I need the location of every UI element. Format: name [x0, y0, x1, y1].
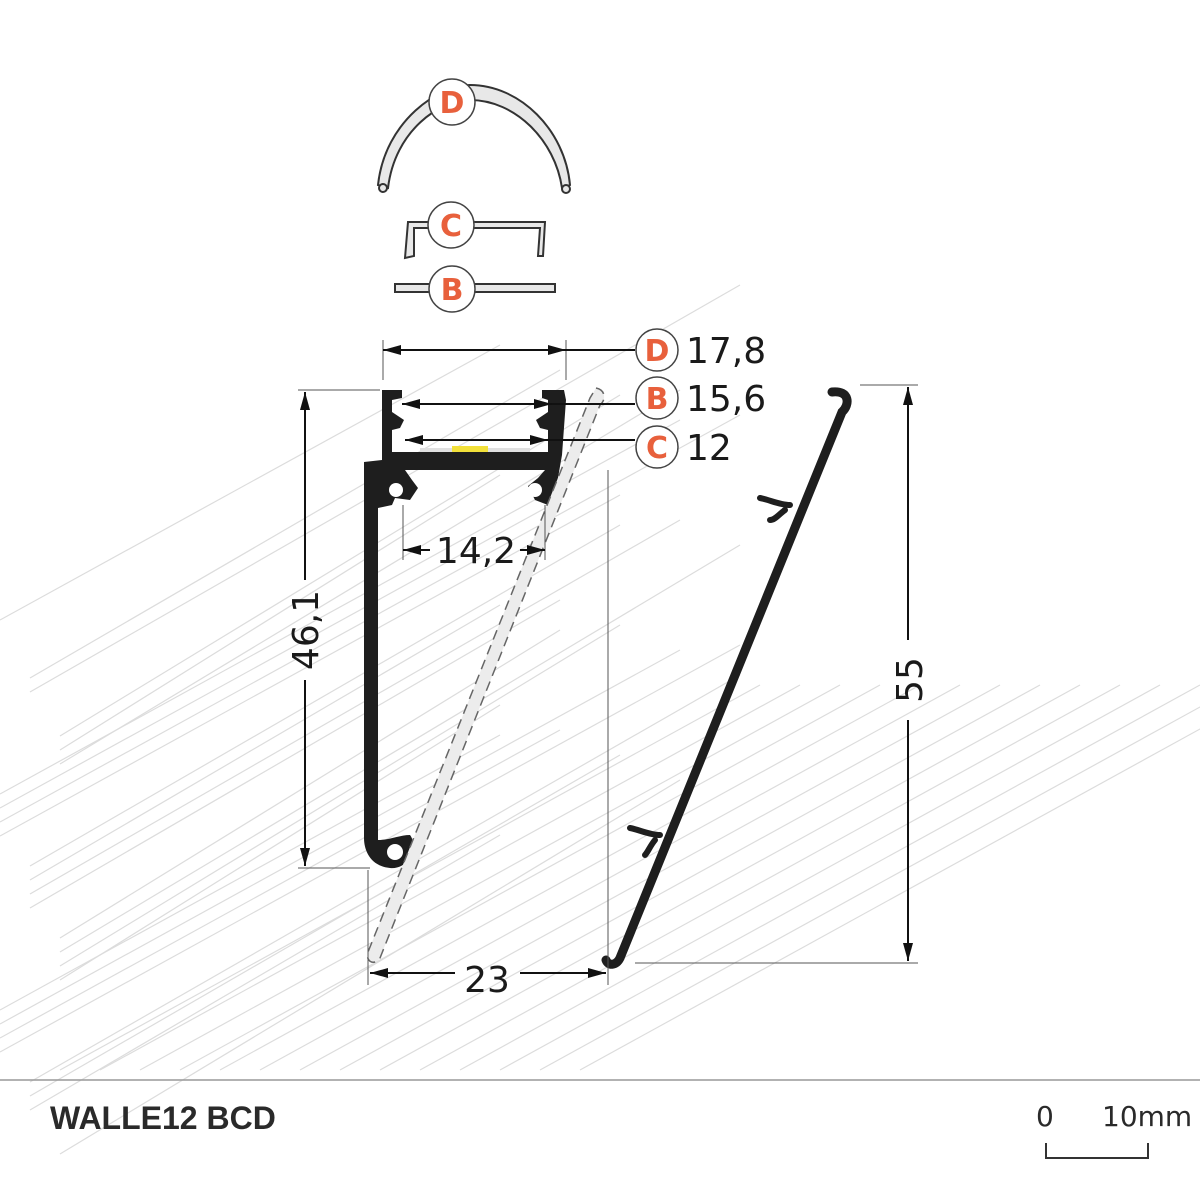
- hatch-line: [339, 684, 1041, 1071]
- dimension-lines: [300, 345, 913, 978]
- svg-text:B: B: [441, 273, 464, 308]
- hatch-line: [59, 474, 501, 751]
- svg-text:17,8: 17,8: [686, 331, 766, 372]
- hatch-line: [499, 684, 1200, 1071]
- hatch-line: [29, 834, 501, 1111]
- scale-start-label: 0: [1036, 1100, 1054, 1133]
- dim-inner-width: 14,2: [436, 531, 516, 572]
- svg-text:D: D: [440, 86, 465, 121]
- hatch-line: [419, 684, 1121, 1071]
- front-cover: [601, 387, 852, 969]
- hatch-line: [59, 544, 741, 953]
- hatch-line: [59, 704, 501, 981]
- scale-bar: [1045, 1143, 1149, 1159]
- hatch-line: [539, 706, 1200, 1071]
- hatch-line: [259, 684, 961, 1071]
- dim-profile-height: 46,1: [286, 590, 327, 670]
- background-hatch: [0, 284, 1200, 1155]
- hatch-line: [29, 754, 621, 1097]
- hatch-line: [0, 729, 561, 1039]
- product-title: WALLE12 BCD: [50, 1100, 276, 1136]
- hatch-line: [0, 499, 561, 809]
- badge-cover-c: C: [427, 201, 475, 249]
- scale-end-label: 10mm: [1102, 1100, 1193, 1133]
- dimension-c: C 12: [635, 425, 732, 469]
- cover-c-drawing: [403, 221, 547, 260]
- hatch-line: [379, 684, 1081, 1071]
- svg-text:12: 12: [686, 428, 732, 469]
- svg-text:15,6: 15,6: [686, 379, 766, 420]
- aluminium-profile: [364, 390, 566, 869]
- hatch-line: [0, 344, 501, 621]
- hatch-line: [29, 369, 561, 679]
- dim-total-height: 55: [890, 657, 931, 703]
- dimension-d: D 17,8: [635, 328, 766, 372]
- hatch-line: [29, 599, 561, 909]
- hatch-line: [459, 684, 1161, 1071]
- badge-cover-d: D: [428, 78, 476, 126]
- hatch-line: [29, 519, 681, 895]
- hatch-line: [29, 604, 501, 881]
- svg-text:C: C: [440, 209, 462, 244]
- svg-text:D: D: [645, 334, 670, 369]
- hatch-line: [139, 684, 841, 1071]
- hatch-line: [59, 624, 621, 967]
- hatch-line: [219, 684, 921, 1071]
- svg-text:C: C: [646, 431, 668, 466]
- hatch-line: [0, 494, 621, 837]
- hatch-line: [0, 649, 681, 1025]
- hatch-line: [579, 728, 1200, 1071]
- badge-cover-b: B: [428, 265, 476, 313]
- hatch-line: [0, 419, 681, 795]
- hatch-line: [99, 684, 801, 1071]
- svg-text:B: B: [646, 382, 669, 417]
- hatch-line: [179, 684, 881, 1071]
- extension-lines: [298, 340, 918, 985]
- hatch-line: [29, 674, 741, 1083]
- hatch-line: [59, 779, 681, 1155]
- dim-base-width: 23: [464, 960, 510, 1001]
- hatch-line: [0, 734, 501, 1011]
- dimension-b: B 15,6: [635, 376, 766, 420]
